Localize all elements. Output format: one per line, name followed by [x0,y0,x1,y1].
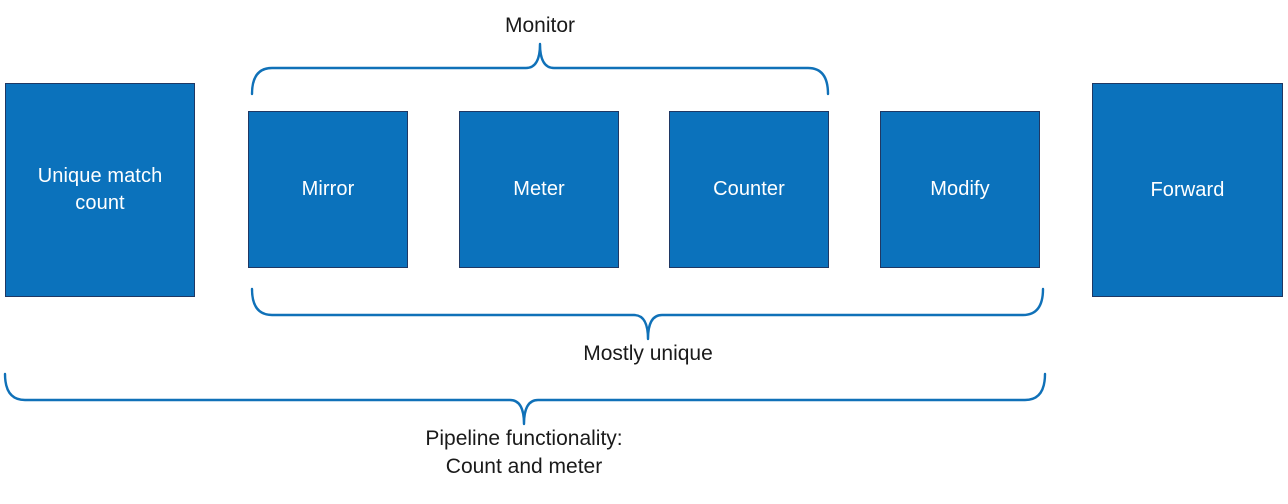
block-label-unique-match-count: Unique match count [37,165,163,214]
block-label-forward: Forward [1150,178,1225,201]
block-label-counter: Counter [713,178,785,200]
brace-label-pipeline-functionality: Pipeline functionality: Count and meter [425,427,623,478]
brace-label-monitor: Monitor [504,14,576,37]
brace-label-mostly-unique: Mostly unique [583,342,713,365]
block-label-meter: Meter [513,178,565,200]
block-mirror[interactable]: Mirror [248,111,408,268]
mostly-unique-brace-path [250,287,1045,341]
block-label-mirror: Mirror [301,178,355,200]
block-forward[interactable]: Forward [1092,83,1283,297]
block-modify[interactable]: Modify [880,111,1040,268]
pipeline-functionality-brace-path [3,372,1047,426]
block-label-modify: Modify [930,178,990,200]
block-meter[interactable]: Meter [459,111,619,268]
monitor-brace-path [250,42,830,96]
block-counter[interactable]: Counter [669,111,829,268]
block-unique-match-count[interactable]: Unique match count [5,83,195,297]
